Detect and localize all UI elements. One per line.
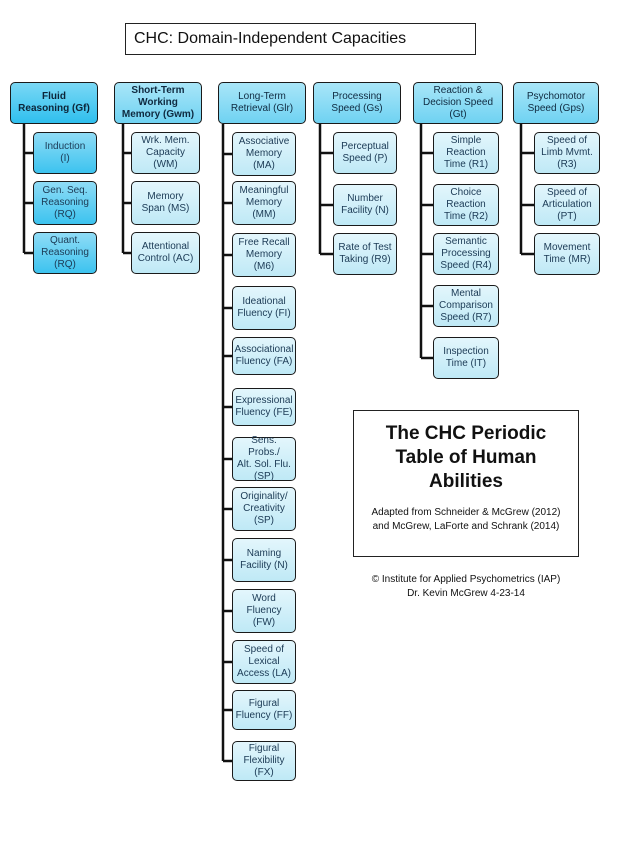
narrow-ability-gs-2-label: Rate of Test Taking (R9) [338,242,392,265]
narrow-ability-gps-0: Speed of Limb Mvmt. (R3) [534,132,600,174]
narrow-ability-glr-7-label: Originality/ Creativity (SP) [240,491,288,526]
narrow-ability-glr-8: Naming Facility (N) [232,538,296,582]
narrow-ability-gps-1-label: Speed of Articulation (PT) [542,187,592,222]
broad-ability-gwm-label: Short-Term Working Memory (Gwm) [121,85,195,120]
narrow-ability-glr-1: Meaningful Memory (MM) [232,181,296,225]
narrow-ability-gwm-0-label: Wrk. Mem. Capacity (WM) [141,135,190,170]
narrow-ability-gt-1-label: Choice Reaction Time (R2) [443,187,489,222]
broad-ability-gps-label: Psychomotor Speed (Gps) [526,91,586,114]
narrow-ability-gf-0-label: Induction (I) [44,141,86,164]
copyright-line-1: © Institute for Applied Psychometrics (I… [371,574,561,585]
narrow-ability-glr-12-label: Figural Flexibility (FX) [243,743,285,778]
broad-ability-glr: Long-Term Retrieval (Glr) [218,82,306,124]
copyright-block: © Institute for Applied Psychometrics (I… [330,573,602,601]
broad-ability-glr-label: Long-Term Retrieval (Glr) [230,91,294,114]
narrow-ability-glr-5-label: Expressional Fluency (FE) [235,395,293,418]
narrow-ability-glr-8-label: Naming Facility (N) [240,548,288,571]
narrow-ability-gf-0: Induction (I) [33,132,97,174]
narrow-ability-gt-1: Choice Reaction Time (R2) [433,184,499,226]
broad-ability-gps: Psychomotor Speed (Gps) [513,82,599,124]
narrow-ability-gf-1: Gen. Seq. Reasoning (RQ) [33,181,97,225]
narrow-ability-glr-5: Expressional Fluency (FE) [232,388,296,426]
narrow-ability-gs-0-label: Perceptual Speed (P) [341,141,389,164]
narrow-ability-gs-0: Perceptual Speed (P) [333,132,397,174]
narrow-ability-gt-3-label: Mental Comparison Speed (R7) [439,288,493,323]
narrow-ability-glr-9: Word Fluency (FW) [232,589,296,633]
narrow-ability-glr-4: Associational Fluency (FA) [232,337,296,375]
narrow-ability-glr-11: Figural Fluency (FF) [232,690,296,730]
broad-ability-gt-label: Reaction & Decision Speed (Gt) [422,85,494,120]
narrow-ability-glr-0-label: Associative Memory (MA) [238,136,290,171]
broad-ability-gf-label: Fluid Reasoning (Gf) [18,91,90,114]
narrow-ability-glr-2-label: Free Recall Memory (M6) [238,237,290,272]
narrow-ability-glr-7: Originality/ Creativity (SP) [232,487,296,531]
info-source-line-1: Adapted from Schneider & McGrew (2012) [371,507,561,518]
narrow-ability-glr-3: Ideational Fluency (FI) [232,286,296,330]
narrow-ability-gwm-2: Attentional Control (AC) [131,232,200,274]
broad-ability-gwm: Short-Term Working Memory (Gwm) [114,82,202,124]
narrow-ability-gf-1-label: Gen. Seq. Reasoning (RQ) [41,185,89,220]
narrow-ability-gt-3: Mental Comparison Speed (R7) [433,285,499,327]
narrow-ability-gwm-0: Wrk. Mem. Capacity (WM) [131,132,200,174]
narrow-ability-gps-1: Speed of Articulation (PT) [534,184,600,226]
narrow-ability-gps-2: Movement Time (MR) [534,233,600,275]
diagram-title: CHC: Domain-Independent Capacities [125,23,476,55]
narrow-ability-gf-2-label: Quant. Reasoning (RQ) [41,235,89,270]
narrow-ability-glr-12: Figural Flexibility (FX) [232,741,296,781]
narrow-ability-gwm-2-label: Attentional Control (AC) [137,241,194,264]
info-title: The CHC Periodic Table of Human Abilitie… [385,423,547,492]
narrow-ability-glr-4-label: Associational Fluency (FA) [234,344,294,367]
narrow-ability-gs-2: Rate of Test Taking (R9) [333,233,397,275]
narrow-ability-gs-1: Number Facility (N) [333,184,397,226]
narrow-ability-gt-2-label: Semantic Processing Speed (R4) [440,236,492,271]
narrow-ability-glr-10: Speed of Lexical Access (LA) [232,640,296,684]
narrow-ability-glr-11-label: Figural Fluency (FF) [235,698,293,721]
narrow-ability-gt-4-label: Inspection Time (IT) [443,346,489,369]
narrow-ability-gps-0-label: Speed of Limb Mvmt. (R3) [541,135,593,170]
broad-ability-gs-label: Processing Speed (Gs) [331,91,383,114]
narrow-ability-gs-1-label: Number Facility (N) [341,193,389,216]
narrow-ability-glr-10-label: Speed of Lexical Access (LA) [237,644,291,679]
broad-ability-gs: Processing Speed (Gs) [313,82,401,124]
narrow-ability-gf-2: Quant. Reasoning (RQ) [33,232,97,274]
narrow-ability-glr-6: Sens. Probs./ Alt. Sol. Flu. (SP) [232,435,296,482]
info-source-line-2: and McGrew, LaForte and Schrank (2014) [372,521,560,532]
narrow-ability-glr-6-label: Sens. Probs./ Alt. Sol. Flu. (SP) [237,435,291,482]
info-box: The CHC Periodic Table of Human Abilitie… [353,410,579,557]
narrow-ability-gt-0: Simple Reaction Time (R1) [433,132,499,174]
narrow-ability-gwm-1-label: Memory Span (MS) [141,191,190,214]
broad-ability-gt: Reaction & Decision Speed (Gt) [413,82,503,124]
narrow-ability-glr-1-label: Meaningful Memory (MM) [239,185,289,220]
narrow-ability-gt-0-label: Simple Reaction Time (R1) [443,135,489,170]
narrow-ability-glr-2: Free Recall Memory (M6) [232,233,296,277]
narrow-ability-gt-2: Semantic Processing Speed (R4) [433,233,499,275]
narrow-ability-glr-9-label: Word Fluency (FW) [246,593,282,628]
broad-ability-gf: Fluid Reasoning (Gf) [10,82,98,124]
copyright-line-2: Dr. Kevin McGrew 4-23-14 [407,588,525,599]
narrow-ability-glr-0: Associative Memory (MA) [232,132,296,176]
narrow-ability-gt-4: Inspection Time (IT) [433,337,499,379]
narrow-ability-gps-2-label: Movement Time (MR) [543,242,591,265]
narrow-ability-gwm-1: Memory Span (MS) [131,181,200,225]
narrow-ability-glr-3-label: Ideational Fluency (FI) [237,296,291,319]
